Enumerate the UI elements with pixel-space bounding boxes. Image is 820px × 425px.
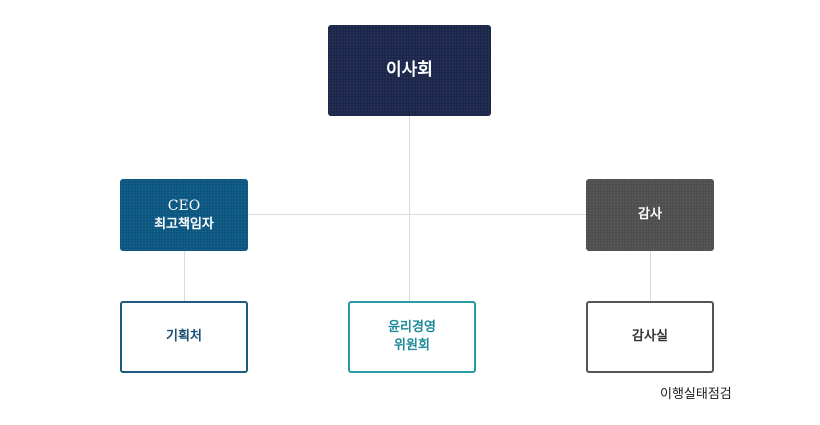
board-of-directors-node: 이사회 bbox=[328, 25, 491, 116]
planning-office-node: 기획처 bbox=[120, 301, 248, 373]
audit-office-label: 감사실 bbox=[632, 329, 668, 345]
planning-label: 기획처 bbox=[166, 329, 202, 345]
audit-office-note: 이행실태점검 bbox=[660, 387, 732, 402]
board-label: 이사회 bbox=[386, 60, 433, 81]
connector-horizontal bbox=[248, 214, 586, 215]
ethics-label-line1: 윤리경영 bbox=[388, 320, 436, 336]
ceo-node: CEO 최고책임자 bbox=[120, 179, 248, 251]
ceo-title: CEO bbox=[167, 197, 201, 214]
connector-ceo-planning bbox=[184, 251, 185, 301]
connector-audit-office bbox=[650, 251, 651, 301]
ceo-subtitle: 최고책임자 bbox=[154, 216, 214, 232]
auditor-node: 감사 bbox=[586, 179, 714, 251]
auditor-label: 감사 bbox=[638, 207, 662, 223]
connector-vertical-main bbox=[409, 116, 410, 301]
ethics-label-line2: 위원회 bbox=[394, 338, 430, 353]
audit-office-node: 감사실 bbox=[586, 301, 714, 373]
ethics-committee-node: 윤리경영 위원회 bbox=[348, 301, 476, 373]
